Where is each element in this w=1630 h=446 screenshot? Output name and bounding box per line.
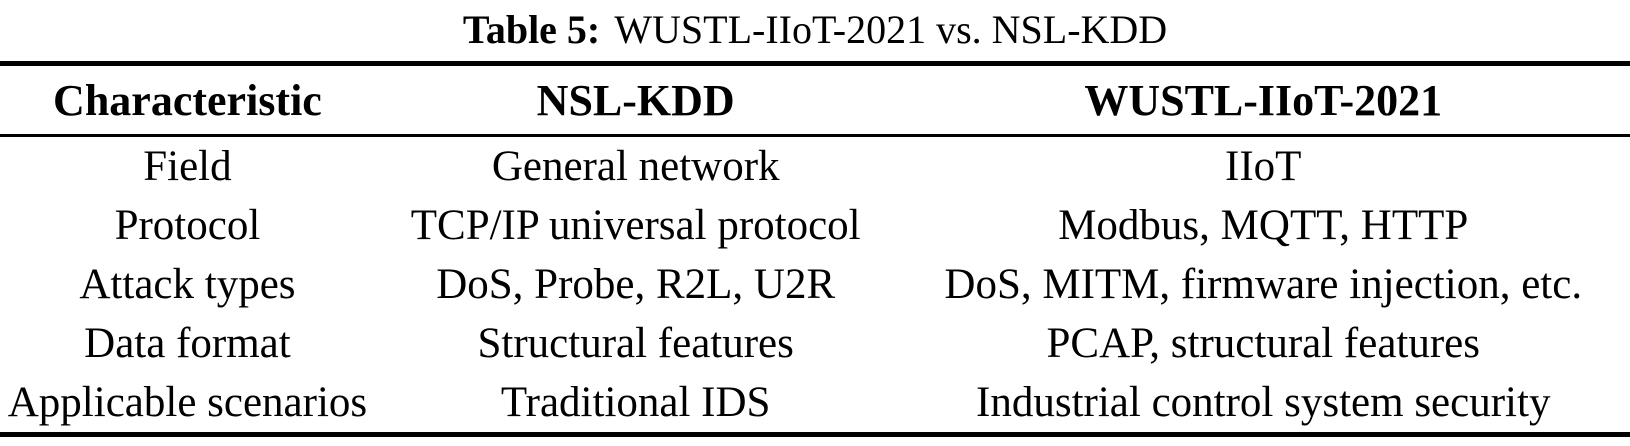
cell-characteristic: Attack types (79, 261, 296, 308)
table-row: Field General network IIoT (0, 136, 1630, 197)
cell-characteristic: Data format (84, 320, 291, 367)
table-row: Attack types DoS, Probe, R2L, U2R DoS, M… (0, 255, 1630, 314)
table-row: Applicable scenarios Traditional IDS Ind… (0, 373, 1630, 435)
table-header-row: Characteristic NSL-KDD WUSTL-IIoT-2021 (0, 63, 1630, 137)
column-header-wustl-iiot-2021: WUSTL-IIoT-2021 (896, 63, 1630, 137)
table-row: Protocol TCP/IP universal protocol Modbu… (0, 196, 1630, 255)
cell-wustl: Industrial control system security (976, 379, 1551, 426)
column-header-characteristic: Characteristic (0, 63, 375, 137)
cell-wustl: DoS, MITM, firmware injection, etc. (944, 261, 1583, 308)
table-caption-title: WUSTL-IIoT-2021 vs. NSL-KDD (614, 7, 1168, 52)
cell-nsl-kdd: DoS, Probe, R2L, U2R (436, 261, 836, 308)
table-row: Data format Structural features PCAP, st… (0, 314, 1630, 373)
cell-wustl: Modbus, MQTT, HTTP (1058, 202, 1469, 249)
cell-characteristic: Applicable scenarios (7, 379, 368, 426)
cell-wustl: PCAP, structural features (1046, 320, 1480, 367)
cell-nsl-kdd: TCP/IP universal protocol (410, 202, 861, 249)
cell-wustl: IIoT (1225, 143, 1302, 190)
table-caption-label: Table 5: (462, 7, 601, 52)
column-header-nsl-kdd: NSL-KDD (374, 63, 897, 137)
cell-characteristic: Protocol (114, 202, 261, 249)
table-caption: Table 5: WUSTL-IIoT-2021 vs. NSL-KDD (0, 4, 1630, 56)
cell-characteristic: Field (143, 143, 232, 190)
cell-nsl-kdd: Structural features (477, 320, 794, 367)
comparison-table: Characteristic NSL-KDD WUSTL-IIoT-2021 F… (0, 61, 1630, 437)
cell-nsl-kdd: Traditional IDS (500, 379, 771, 426)
cell-nsl-kdd: General network (491, 143, 780, 190)
